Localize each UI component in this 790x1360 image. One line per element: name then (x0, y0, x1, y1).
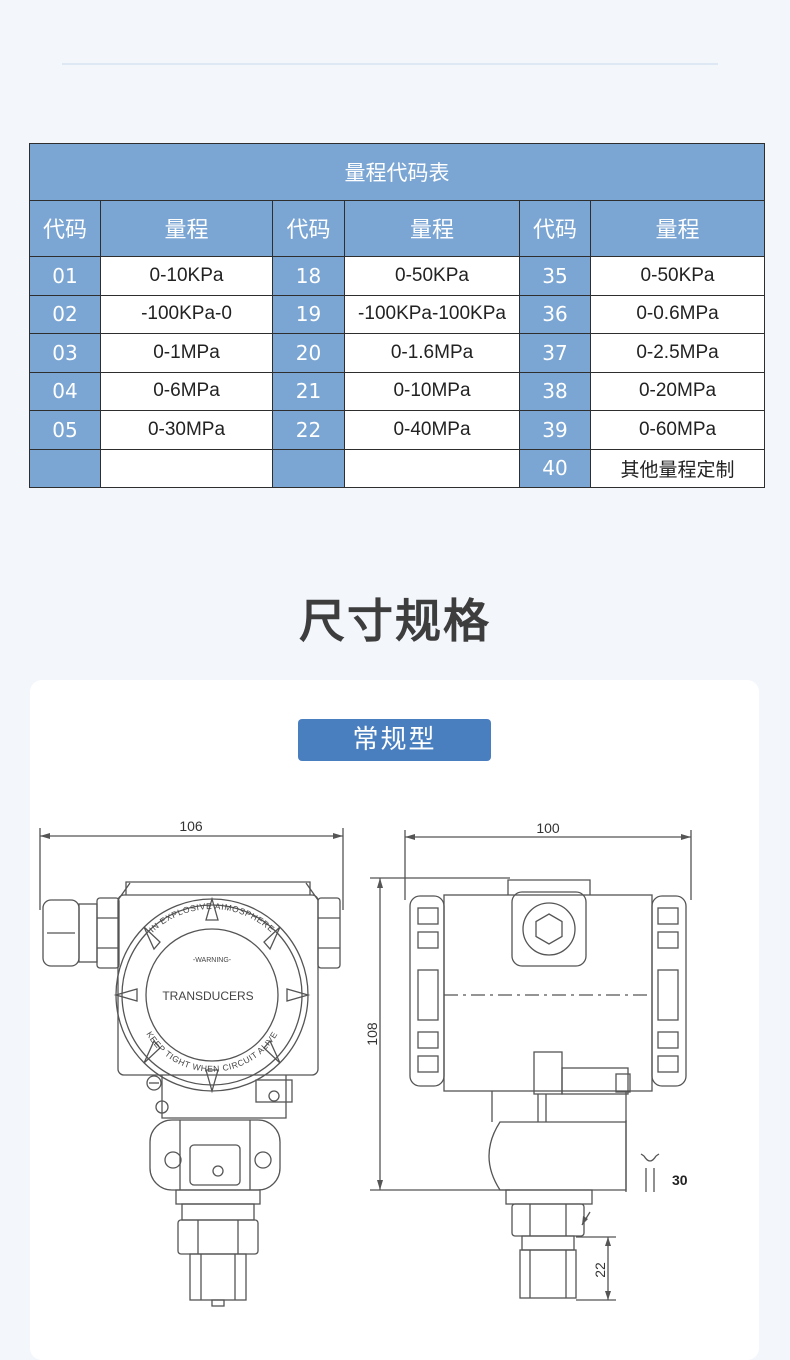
range-cell: 0-60MPa (589, 410, 766, 450)
dim-front-width: 106 (179, 818, 203, 834)
dimension-drawing: IN EXPLOSIVE AIMOSPHERE -WARNING- TRANSD… (39, 818, 692, 1307)
range-code-table: 量程代码表 代码 量程 代码 量程 代码 量程 01 0-10KPa 18 0-… (28, 143, 766, 488)
range-cell: 0-2.5MPa (589, 333, 766, 373)
table-title: 量程代码表 (28, 143, 766, 201)
range-cell: 0-1.6MPa (344, 333, 520, 373)
table-header-row: 代码 量程 代码 量程 代码 量程 (29, 199, 766, 258)
code-cell: 02 (29, 294, 101, 335)
code-cell: 18 (272, 256, 345, 296)
range-cell: 0-50KPa (344, 256, 520, 296)
code-cell (272, 448, 345, 488)
plate-warning: -WARNING- (193, 957, 232, 964)
top-divider (62, 63, 718, 65)
range-cell: 0-10KPa (100, 256, 273, 296)
header-code-2: 代码 (272, 199, 345, 258)
section-title: 尺寸规格 (299, 594, 491, 648)
table-row: 02 -100KPa-0 19 -100KPa-100KPa 36 0-0.6M… (29, 294, 766, 335)
plate-main: TRANSDUCERS (162, 989, 253, 1003)
plate-ring-bottom: KEEP TIGHT WHEN CIRCUIT ALIVE (144, 1030, 279, 1074)
range-cell: 0-0.6MPa (589, 294, 766, 335)
range-cell: 0-30MPa (100, 410, 273, 450)
range-cell: 0-10MPa (344, 371, 520, 412)
code-cell: 37 (519, 333, 591, 373)
table-row: 01 0-10KPa 18 0-50KPa 35 0-50KPa (29, 256, 766, 296)
range-cell: 0-6MPa (100, 371, 273, 412)
code-cell: 19 (272, 294, 345, 335)
code-cell: 21 (272, 371, 345, 412)
front-view (39, 828, 344, 1307)
dim-side-width: 100 (536, 820, 560, 836)
header-range-3: 量程 (589, 199, 766, 258)
range-cell: 0-40MPa (344, 410, 520, 450)
dim-side-height: 108 (364, 1022, 380, 1046)
code-cell: 03 (29, 333, 101, 373)
range-cell (344, 448, 520, 488)
table-row: 40 其他量程定制 (29, 448, 766, 488)
code-cell: 01 (29, 256, 101, 296)
range-cell: 0-50KPa (589, 256, 766, 296)
range-cell: -100KPa-100KPa (344, 294, 520, 335)
table-row: 05 0-30MPa 22 0-40MPa 39 0-60MPa (29, 410, 766, 450)
header-range-2: 量程 (344, 199, 520, 258)
header-range-1: 量程 (100, 199, 273, 258)
code-cell: 22 (272, 410, 345, 450)
code-cell: 05 (29, 410, 101, 450)
code-cell: 35 (519, 256, 591, 296)
code-cell: 04 (29, 371, 101, 412)
type-label: 常规型 (298, 719, 491, 761)
header-code-1: 代码 (29, 199, 101, 258)
range-cell: 0-1MPa (100, 333, 273, 373)
header-code-3: 代码 (519, 199, 591, 258)
code-cell (29, 448, 101, 488)
range-cell: 其他量程定制 (589, 448, 766, 488)
code-cell: 39 (519, 410, 591, 450)
code-cell: 40 (519, 448, 591, 488)
code-cell: 36 (519, 294, 591, 335)
range-cell: -100KPa-0 (100, 294, 273, 335)
code-cell: 38 (519, 371, 591, 412)
range-cell (100, 448, 273, 488)
dim-wrench-size: 30 (672, 1172, 688, 1188)
dimension-card (30, 680, 759, 1360)
dim-thread-length: 22 (592, 1262, 608, 1278)
table-row: 04 0-6MPa 21 0-10MPa 38 0-20MPa (29, 371, 766, 412)
range-cell: 0-20MPa (589, 371, 766, 412)
code-cell: 20 (272, 333, 345, 373)
table-row: 03 0-1MPa 20 0-1.6MPa 37 0-2.5MPa (29, 333, 766, 373)
side-view (370, 830, 692, 1301)
